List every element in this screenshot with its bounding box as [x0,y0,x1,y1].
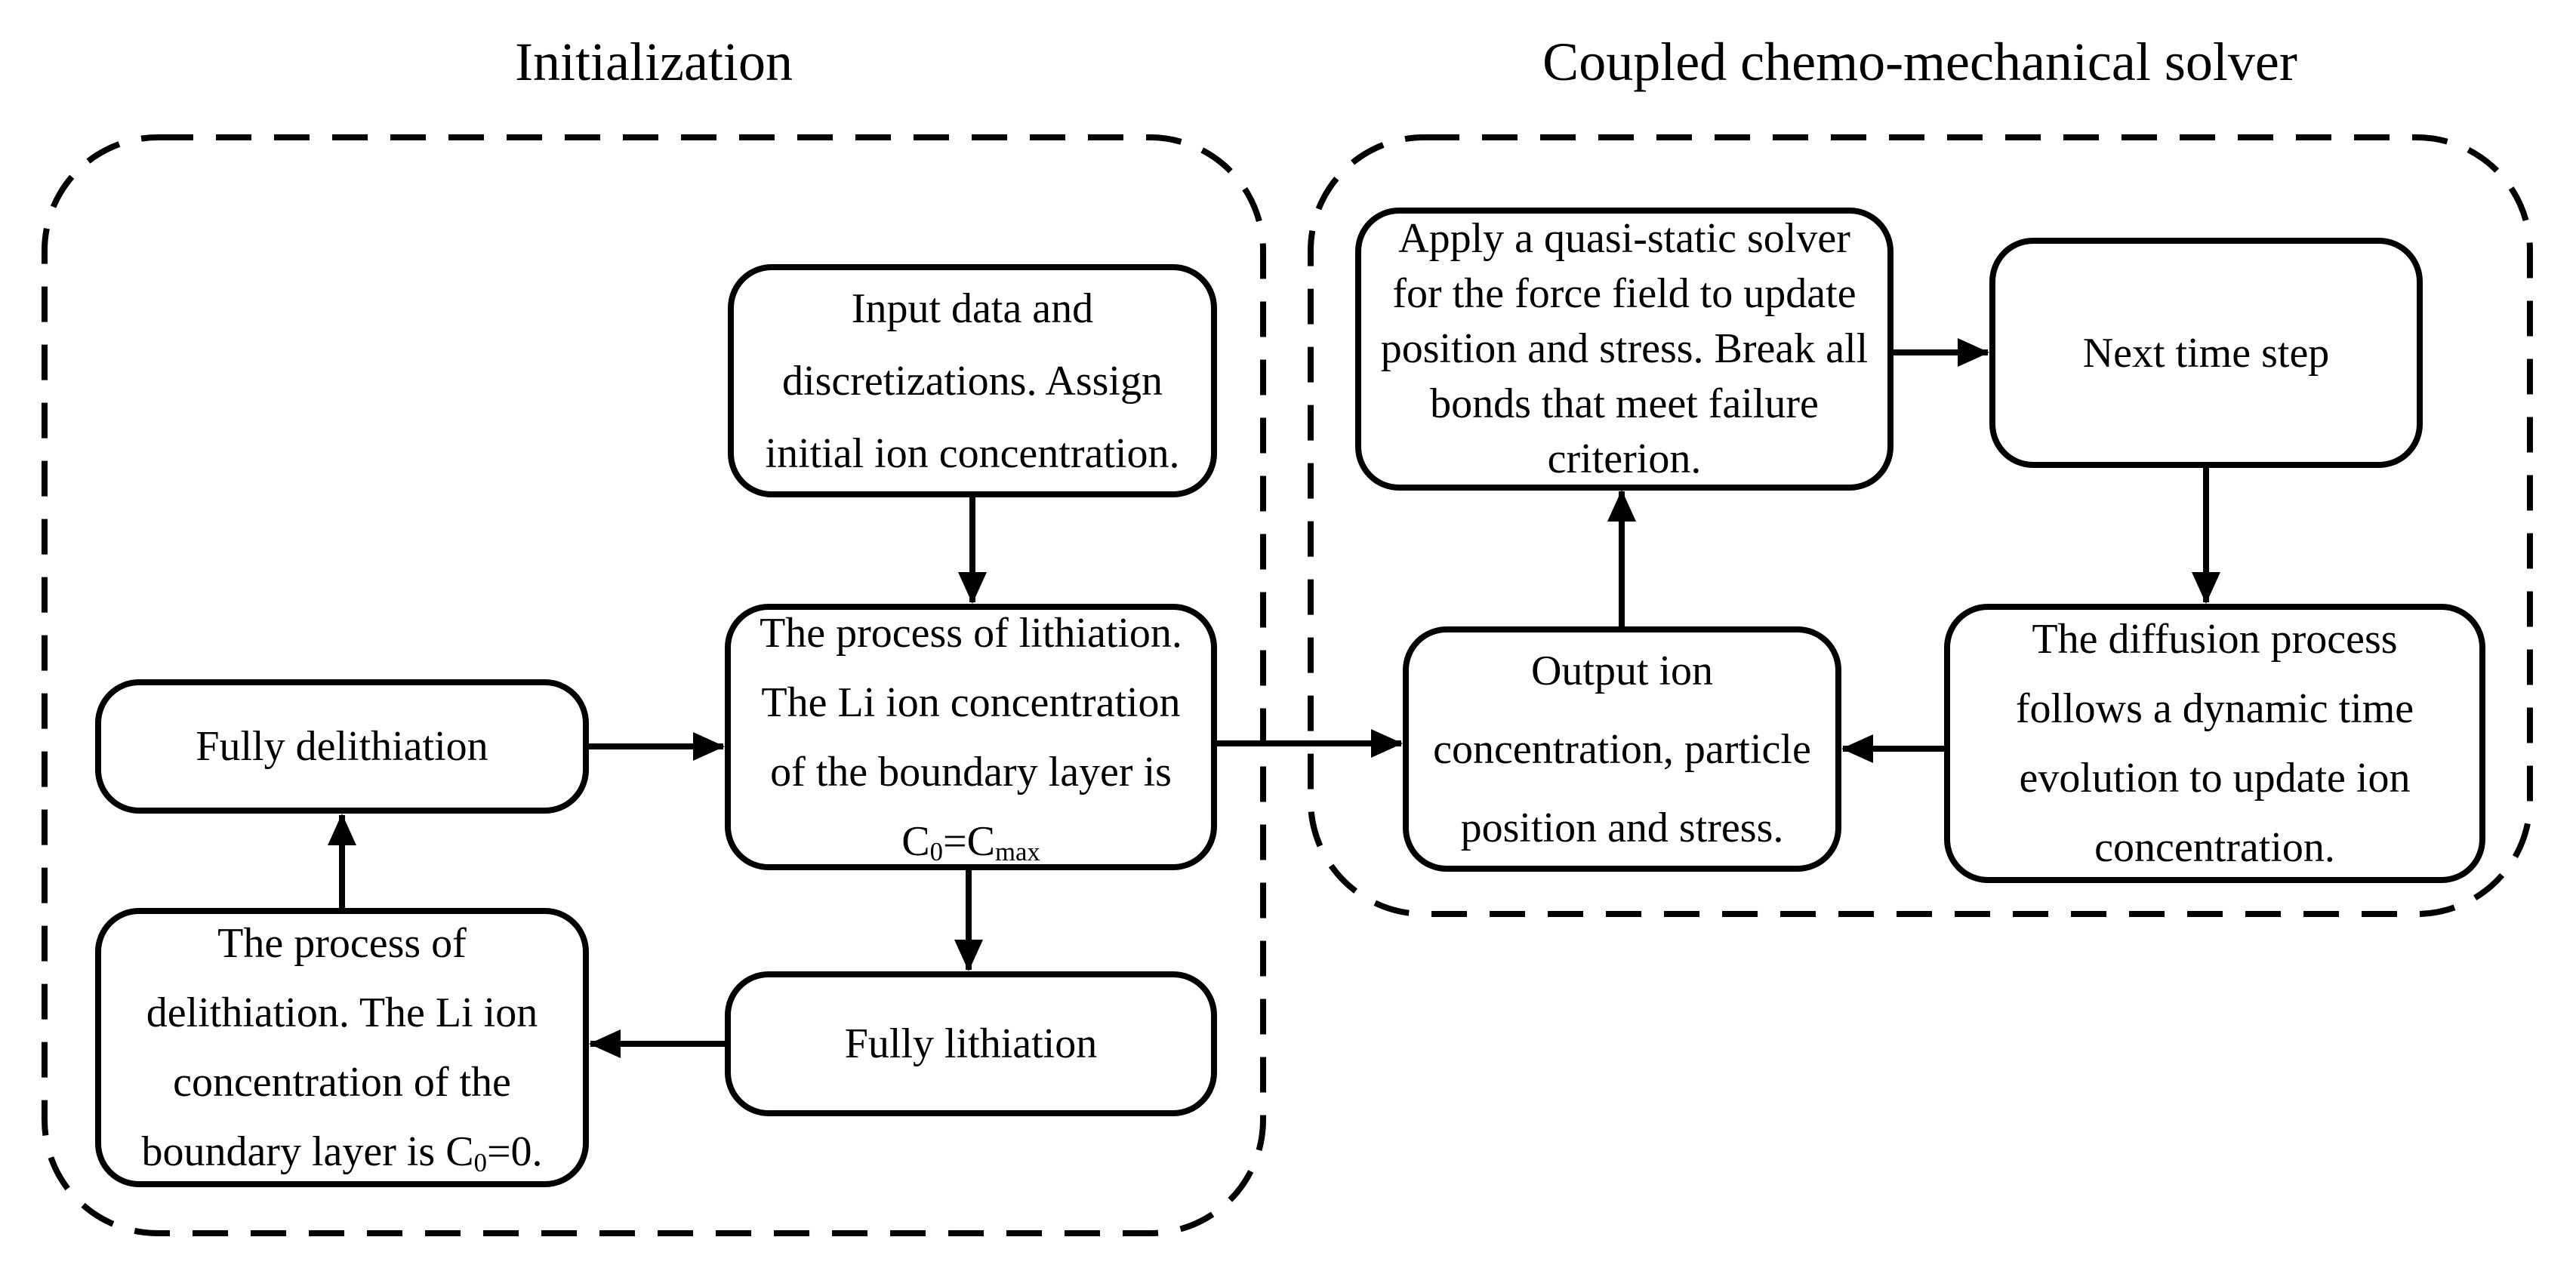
box-text-line: position and stress. [1460,804,1784,851]
box-text-line: Input data and [851,285,1094,332]
box-text-line: concentration, particle [1433,725,1811,773]
solver-group-title: Coupled chemo-mechanical solver [1542,32,2297,92]
lithiation-process-box: The process of lithiation. The Li ion co… [725,604,1217,870]
box-text-line: for the force field to update [1392,270,1857,317]
box-text-line: The process of [217,920,467,967]
subscript: 0 [473,1147,487,1177]
box-text-line: Next time step [2082,329,2330,377]
box-text-line: The Li ion concentration [761,679,1181,726]
box-text-line: criterion. [1547,435,1702,482]
initialization-group-border [42,134,1266,1236]
output-box: Output ion concentration, particle posit… [1403,626,1841,872]
subscript: max [994,837,1040,867]
fully-lithiation-box: Fully lithiation [725,971,1217,1116]
next-time-step-box: Next time step [1989,238,2423,468]
box-text-line: The diffusion process [2032,616,2398,663]
lithiation-formula: C0=Cmax [901,817,1040,867]
box-text-line: bonds that meet failure [1430,380,1819,427]
box-text-line: evolution to update ion [2019,755,2411,802]
diffusion-process-box: The diffusion process follows a dynamic … [1944,604,2485,883]
box-text-line: delithiation. The Li ion [146,989,538,1036]
fully-delithiation-box: Fully delithiation [95,679,589,814]
box-text-line: of the boundary layer is [770,748,1172,795]
subscript: 0 [929,837,943,867]
box-text-line: Fully lithiation [844,1020,1098,1067]
initialization-group-title: Initialization [515,32,793,92]
input-data-box: Input data and discretizations. Assign i… [728,264,1217,497]
box-text-line: Fully delithiation [196,723,488,770]
box-text-line: Output ion [1530,647,1714,694]
box-text-line: position and stress. Break all [1380,325,1869,372]
solver-group-border [1308,134,2533,917]
delithiation-process-box: The process of delithiation. The Li ion … [95,908,589,1187]
box-text-line: Apply a quasi-static solver [1398,215,1850,262]
box-text-line: initial ion concentration. [765,429,1180,477]
box-text-line: follows a dynamic time [2015,685,2414,732]
delithiation-formula: boundary layer is C0=0. [141,1128,543,1177]
box-text-line: concentration. [2094,824,2335,871]
box-text-line: concentration of the [173,1059,511,1106]
box-text-line: The process of lithiation. [760,609,1182,657]
box-text-line: discretizations. Assign [782,357,1163,405]
quasi-static-solver-box: Apply a quasi-static solver for the forc… [1355,208,1893,491]
